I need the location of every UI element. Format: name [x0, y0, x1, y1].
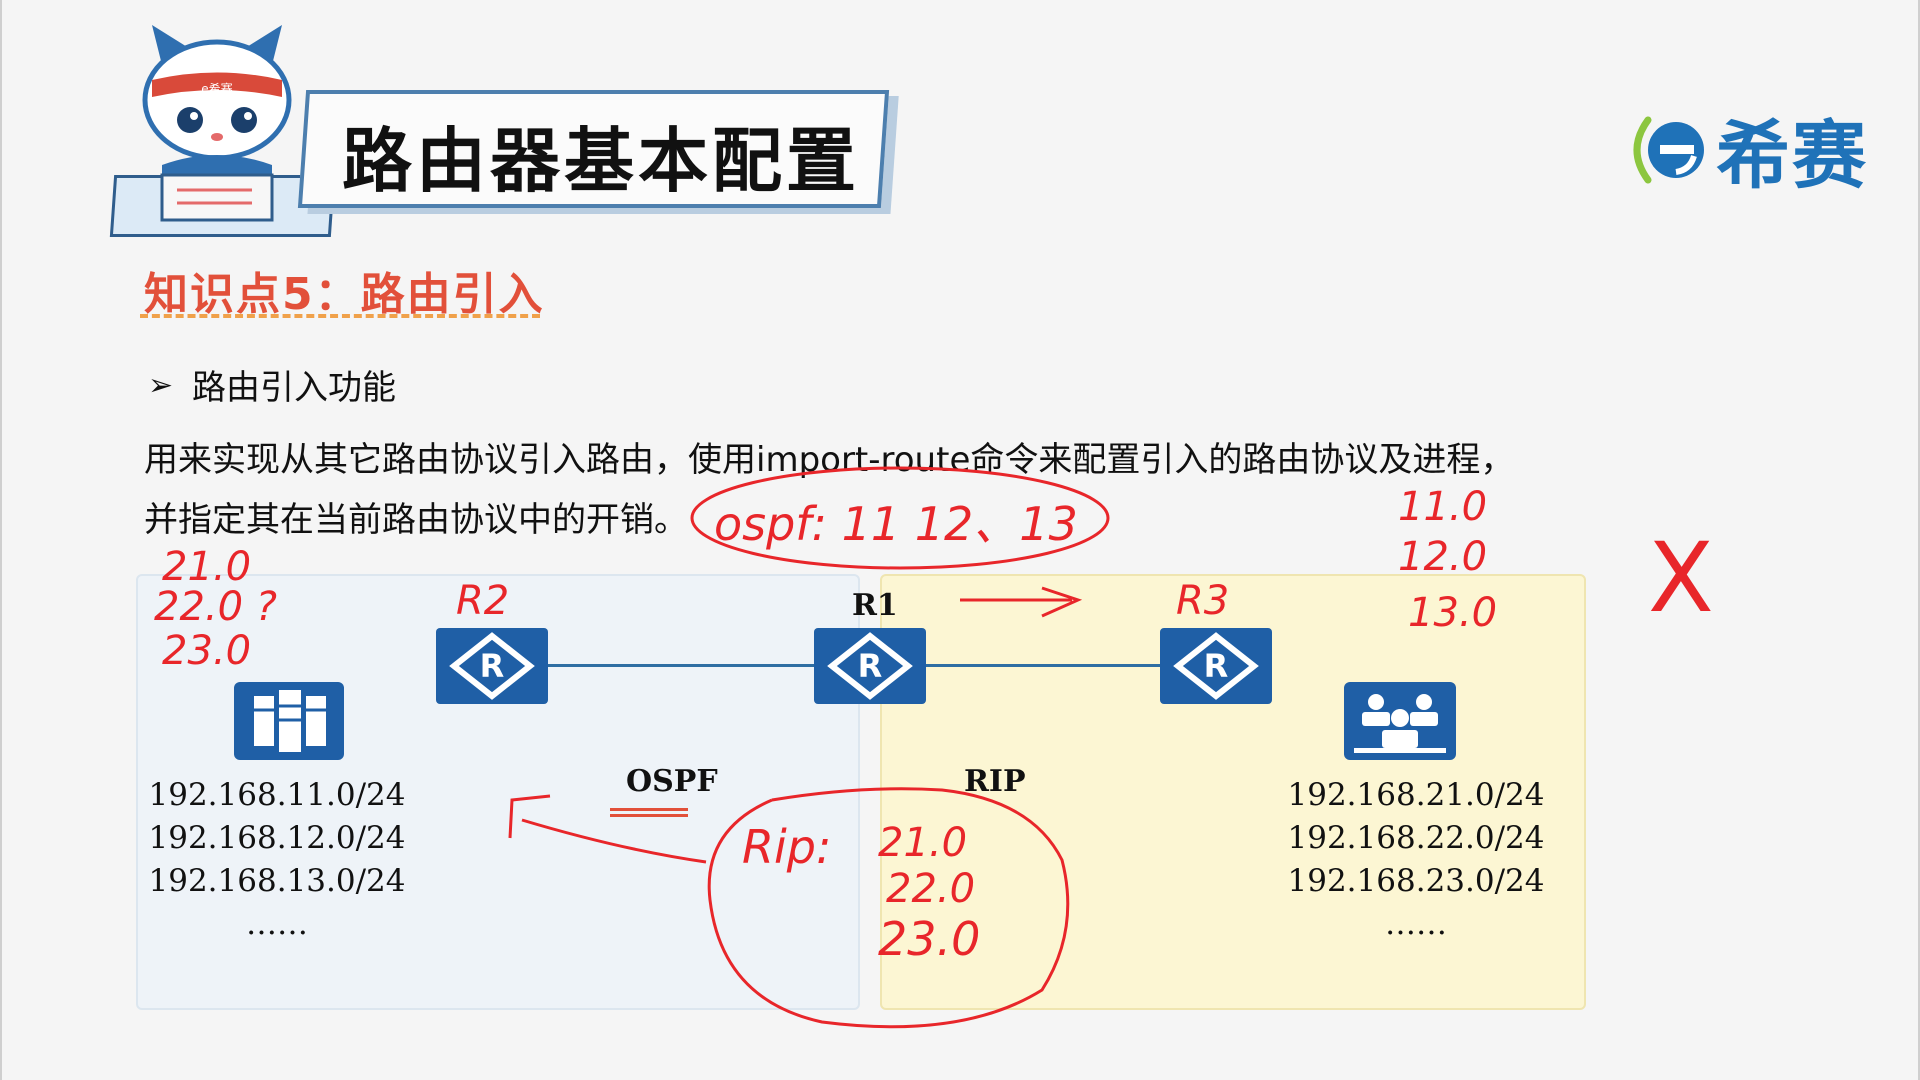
network-entry: 192.168.21.0/24: [1287, 777, 1545, 813]
ospf-label: OSPF: [626, 764, 718, 799]
ink-ospf-note: ospf: 11 12、13: [714, 497, 1078, 551]
section-title: 知识点5：路由引入: [144, 269, 545, 320]
link-r1-r3: [924, 664, 1164, 667]
mascot-cat-icon: e希赛: [122, 25, 312, 229]
network-entry: 192.168.23.0/24: [1287, 863, 1545, 899]
router-glyph: R: [480, 647, 505, 685]
router-r1: R: [814, 628, 926, 704]
router-r1-label: R1: [852, 588, 898, 623]
ink-left-top-2: 22.0 ?: [154, 584, 278, 630]
xisai-logo: 希赛: [1624, 96, 1868, 203]
router-icon: R: [436, 628, 548, 704]
network-entry: 192.168.12.0/24: [148, 820, 406, 856]
router-glyph: R: [858, 647, 883, 685]
ospf-network-list: 192.168.11.0/24 192.168.12.0/24 192.168.…: [127, 774, 427, 946]
link-r2-r1: [546, 664, 816, 667]
router-r2: R: [436, 628, 548, 704]
body-text-line1: 用来实现从其它路由协议引入路由，使用import-route命令来配置引入的路由…: [144, 440, 1515, 480]
network-entry: 192.168.22.0/24: [1287, 820, 1545, 856]
ospf-ink-underline-2: [610, 814, 688, 817]
xisai-logo-icon: [1633, 116, 1704, 183]
ink-r3-label: R3: [1176, 578, 1230, 624]
network-ellipsis: ……: [1385, 906, 1447, 942]
page-title: 路由器基本配置: [342, 120, 860, 202]
ospf-ink-underline: [610, 808, 688, 811]
rip-label: RIP: [964, 764, 1026, 799]
ink-rip-note-value-2: 22.0: [886, 866, 976, 912]
ink-right-top-1: 11.0: [1398, 484, 1488, 530]
router-icon: R: [814, 628, 926, 704]
ink-left-top-1: 21.0: [162, 544, 252, 590]
server-icon: [234, 682, 344, 764]
section-underline: [140, 314, 540, 318]
ink-rip-note-value-1: 21.0: [878, 820, 968, 866]
ink-rip-note-label: Rip:: [742, 820, 832, 874]
ink-cross-mark: X: [1648, 522, 1714, 634]
router-r3: R: [1160, 628, 1272, 704]
user-group-icon: [1344, 682, 1456, 764]
router-glyph: R: [1204, 647, 1229, 685]
mascot-badge: e希赛: [201, 81, 232, 96]
ink-right-top-2: 12.0: [1398, 534, 1488, 580]
logo-text: 希赛: [1716, 113, 1868, 199]
network-entry: 192.168.11.0/24: [148, 777, 406, 813]
body-text-line2: 并指定其在当前路由协议中的开销。: [144, 500, 688, 540]
ink-left-top-3: 23.0: [162, 628, 252, 674]
bullet-arrow-icon: ➢: [148, 368, 174, 403]
ink-rip-note-value-3: 23.0: [878, 912, 981, 966]
network-ellipsis: ……: [246, 906, 308, 942]
router-icon: R: [1160, 628, 1272, 704]
ink-r2-label: R2: [456, 578, 510, 624]
bullet-heading: 路由引入功能: [192, 368, 396, 408]
rip-network-list: 192.168.21.0/24 192.168.22.0/24 192.168.…: [1266, 774, 1566, 946]
network-entry: 192.168.13.0/24: [148, 863, 406, 899]
ink-right-top-3: 13.0: [1408, 590, 1498, 636]
